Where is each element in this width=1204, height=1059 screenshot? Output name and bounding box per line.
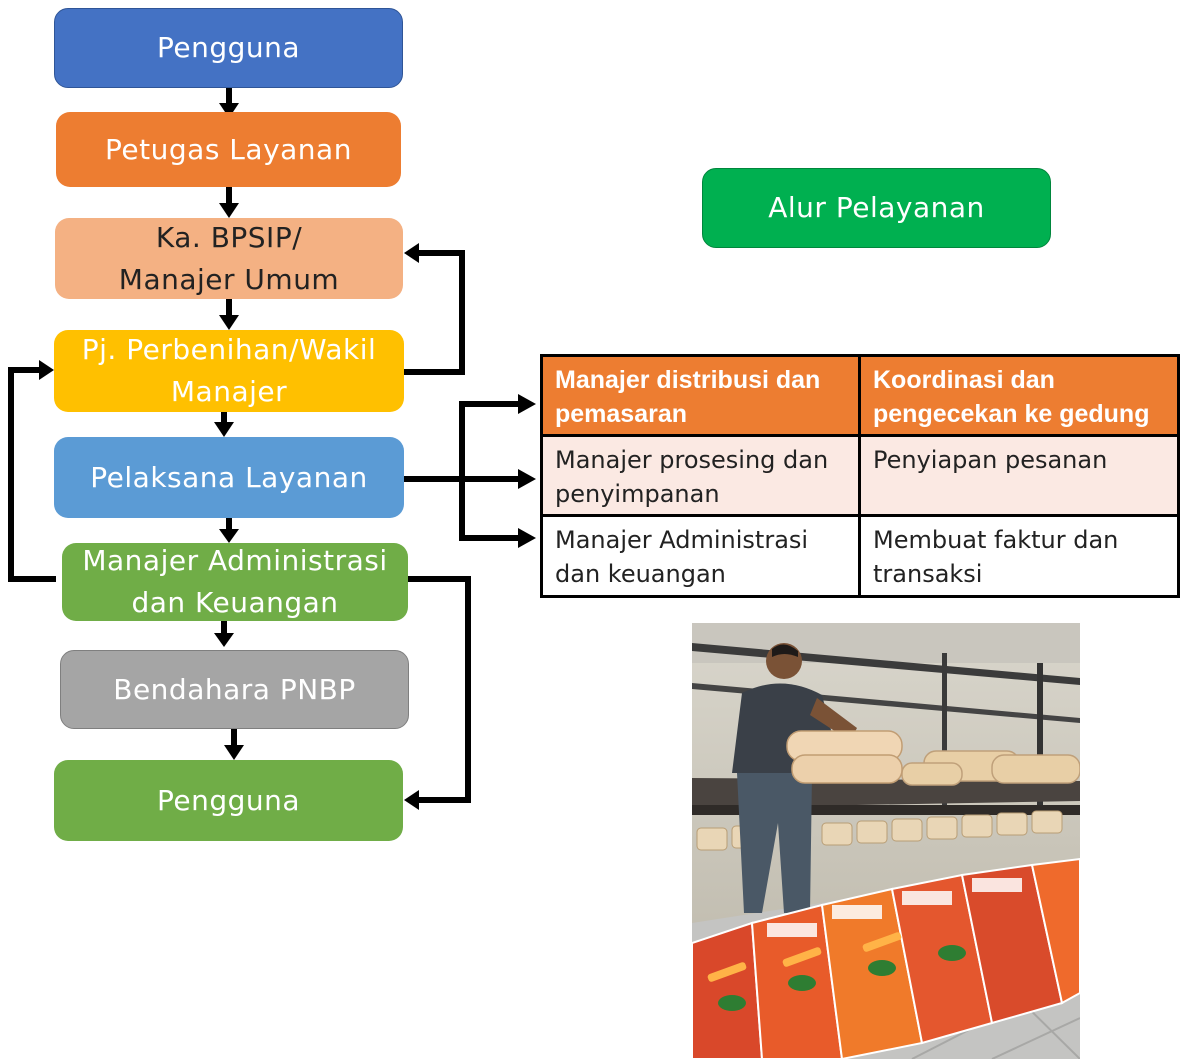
table-cell: Manajer Administrasi dan keuangan [543, 517, 861, 595]
manager-task-table: Manajer distribusi dan pemasaran Koordin… [540, 354, 1180, 598]
table-cell: Manajer distribusi dan pemasaran [543, 357, 861, 437]
flow-label: Ka. BPSIP/ Manajer Umum [118, 220, 340, 296]
flow-label: Pj. Perbenihan/Wakil Manajer [81, 333, 377, 408]
table-cell: Penyiapan pesanan [861, 437, 1177, 517]
flow-label: Petugas Layanan [105, 132, 352, 166]
flow-box-ka-bpsip: Ka. BPSIP/ Manajer Umum [55, 218, 403, 299]
flow-label: Bendahara PNBP [113, 672, 356, 706]
flow-box-pengguna-top: Pengguna [54, 8, 403, 88]
flow-box-bendahara: Bendahara PNBP [60, 650, 409, 729]
badge-label: Alur Pelayanan [768, 191, 985, 224]
flow-label: Pengguna [156, 783, 301, 817]
flow-label: Pengguna [156, 31, 301, 64]
flow-box-pengguna-bottom: Pengguna [54, 760, 403, 841]
flow-box-pelaksana-layanan: Pelaksana Layanan [54, 437, 404, 518]
flow-box-petugas-layanan: Petugas Layanan [56, 112, 401, 187]
flow-label: Manajer Administrasi dan Keuangan [82, 544, 388, 619]
flow-box-manajer-admin: Manajer Administrasi dan Keuangan [62, 543, 408, 621]
table-cell: Membuat faktur dan transaksi [861, 517, 1177, 595]
flow-box-pj-perbenihan: Pj. Perbenihan/Wakil Manajer [54, 330, 404, 412]
table-cell: Manajer prosesing dan penyimpanan [543, 437, 861, 517]
table-cell: Koordinasi dan pengecekan ke gedung [861, 357, 1177, 437]
alur-pelayanan-badge: Alur Pelayanan [702, 168, 1051, 248]
flow-label: Pelaksana Layanan [90, 460, 368, 494]
warehouse-photo [692, 623, 1080, 1059]
